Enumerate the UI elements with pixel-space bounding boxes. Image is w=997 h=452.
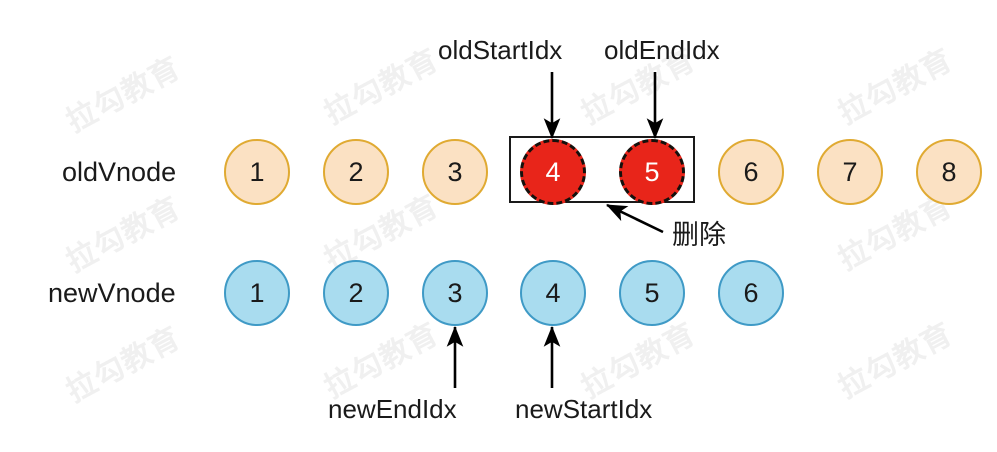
node-oldVnode-5[interactable]: 5 xyxy=(619,139,685,205)
node-oldVnode-1[interactable]: 1 xyxy=(224,139,290,205)
pointer-label-oldStartIdx: oldStartIdx xyxy=(438,35,563,65)
pointer-label-oldEndIdx: oldEndIdx xyxy=(604,35,720,65)
watermark: 拉勾教育 xyxy=(832,316,959,406)
node-newVnode-5[interactable]: 5 xyxy=(619,260,685,326)
node-newVnode-3[interactable]: 3 xyxy=(422,260,488,326)
watermark: 拉勾教育 xyxy=(318,316,445,406)
node-oldVnode-2[interactable]: 2 xyxy=(323,139,389,205)
watermark: 拉勾教育 xyxy=(575,316,702,406)
watermark: 拉勾教育 xyxy=(318,42,445,132)
node-newVnode-6[interactable]: 6 xyxy=(718,260,784,326)
row-label-oldVnode: oldVnode xyxy=(62,157,177,187)
selection-box xyxy=(509,136,695,203)
node-oldVnode-4[interactable]: 4 xyxy=(520,139,586,205)
node-oldVnode-8[interactable]: 8 xyxy=(916,139,982,205)
node-oldVnode-3[interactable]: 3 xyxy=(422,139,488,205)
annotation-label-delete: 删除 xyxy=(672,220,726,251)
watermark: 拉勾教育 xyxy=(60,320,187,410)
node-newVnode-1[interactable]: 1 xyxy=(224,260,290,326)
annotation-arrow-delete xyxy=(606,203,664,234)
watermark: 拉勾教育 xyxy=(60,50,187,140)
watermark: 拉勾教育 xyxy=(60,190,187,280)
pointer-label-newStartIdx: newStartIdx xyxy=(515,394,653,424)
node-oldVnode-6[interactable]: 6 xyxy=(718,139,784,205)
row-label-newVnode: newVnode xyxy=(48,278,176,308)
node-newVnode-4[interactable]: 4 xyxy=(520,260,586,326)
pointer-label-newEndIdx: newEndIdx xyxy=(328,394,457,424)
node-newVnode-2[interactable]: 2 xyxy=(323,260,389,326)
watermark: 拉勾教育 xyxy=(832,42,959,132)
node-oldVnode-7[interactable]: 7 xyxy=(817,139,883,205)
